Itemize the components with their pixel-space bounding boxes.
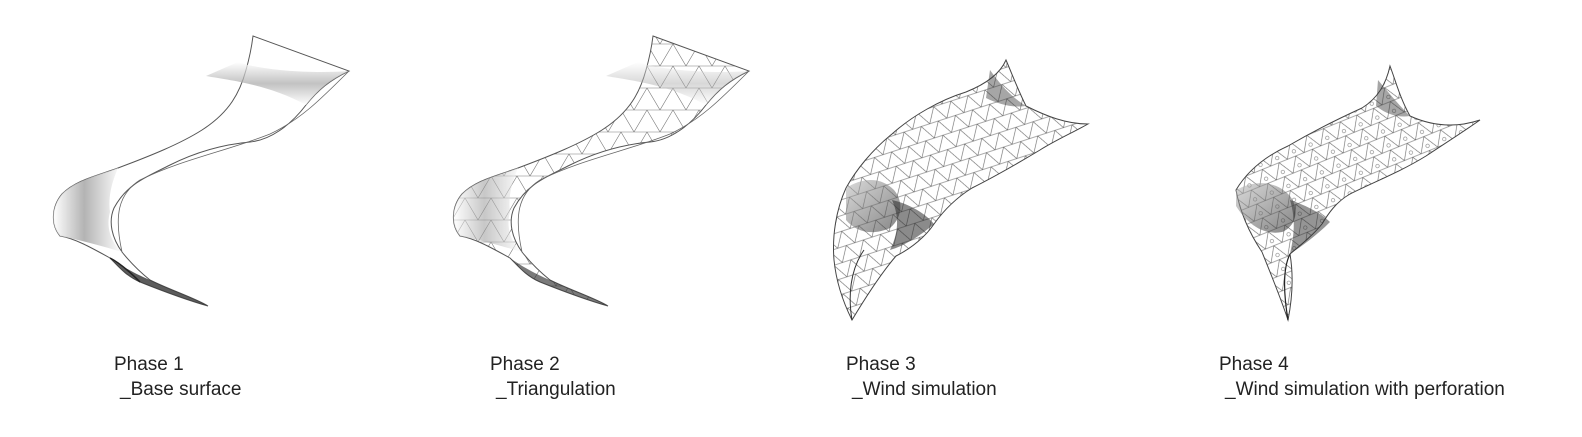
phase-1-caption: Phase 1 _Base surface bbox=[114, 352, 241, 402]
phase-4-caption: Phase 4 _Wind simulation with perforatio… bbox=[1219, 352, 1505, 402]
phase-1-subtitle: _Base surface bbox=[120, 379, 242, 400]
phase-2-title: Phase 2 bbox=[490, 354, 560, 375]
phase-3-subtitle: _Wind simulation bbox=[852, 379, 997, 400]
phase-1-surface-illustration bbox=[52, 35, 350, 307]
phase-3-caption: Phase 3 _Wind simulation bbox=[846, 352, 997, 402]
phase-4-subtitle: _Wind simulation with perforation bbox=[1225, 379, 1505, 400]
phase-4-surface-illustration bbox=[1235, 64, 1481, 322]
phase-4-title: Phase 4 bbox=[1219, 354, 1289, 375]
phase-2-caption: Phase 2 _Triangulation bbox=[490, 352, 616, 402]
phase-1-title: Phase 1 bbox=[114, 354, 184, 375]
phase-2-surface-illustration bbox=[452, 35, 750, 307]
phase-3-surface-illustration bbox=[833, 58, 1090, 322]
phase-3-title: Phase 3 bbox=[846, 354, 916, 375]
phase-2-subtitle: _Triangulation bbox=[496, 379, 616, 400]
